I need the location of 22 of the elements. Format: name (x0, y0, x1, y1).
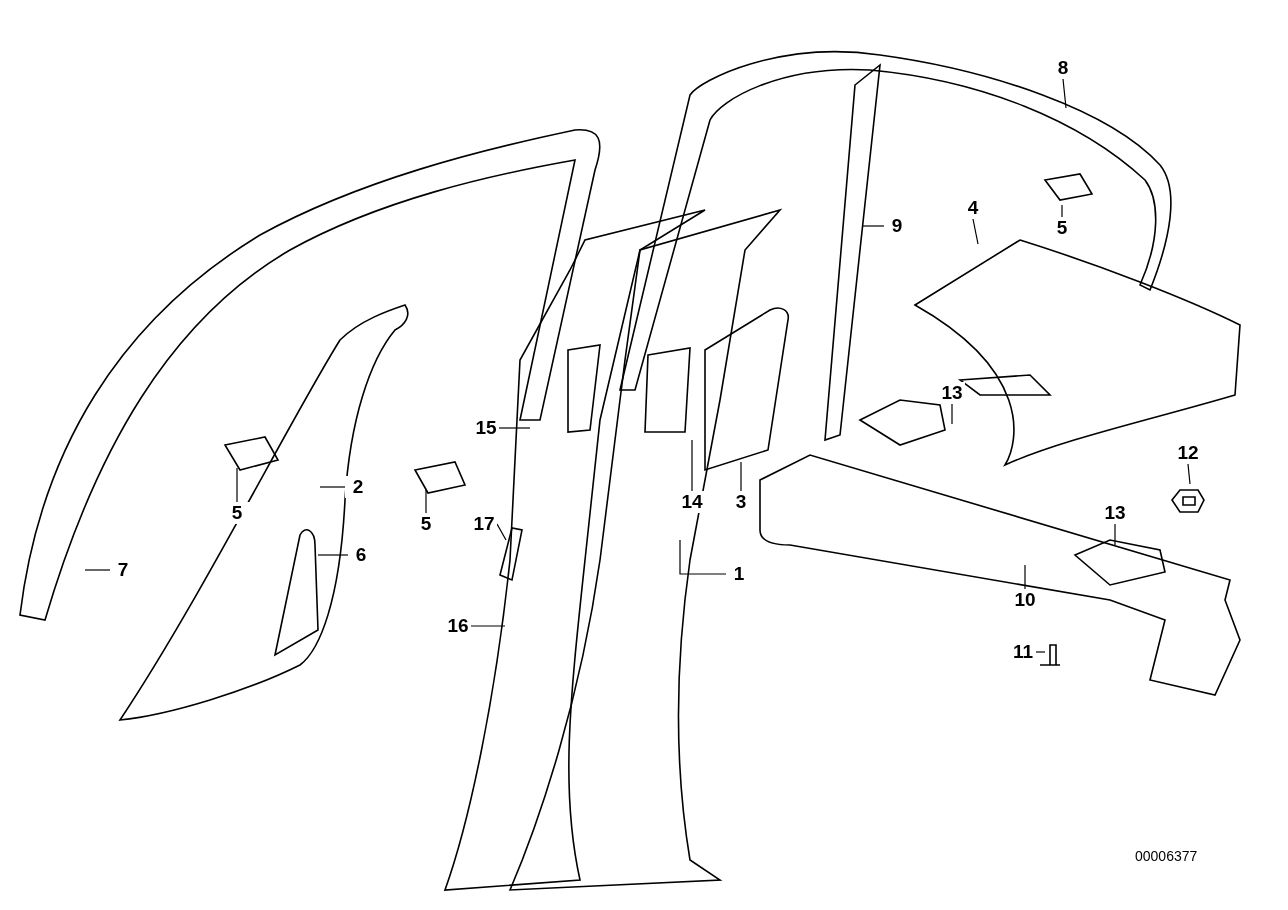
leader-line (740, 461, 742, 492)
leader-line (1035, 651, 1046, 653)
leader-line (951, 403, 953, 425)
leader-line (236, 467, 238, 503)
drawing-number: 00006377 (1135, 848, 1198, 864)
leader-line (861, 225, 885, 227)
leader-line (317, 554, 349, 556)
leader-line (470, 625, 506, 627)
leader-line (425, 489, 427, 514)
leader-line (496, 523, 507, 541)
leader-line (1024, 564, 1026, 590)
leader-line (84, 569, 111, 571)
leader-line (972, 218, 979, 245)
leader-line (1187, 463, 1191, 485)
leader-line (1062, 78, 1067, 109)
callout-number: 14 (679, 491, 705, 513)
leader-line (691, 439, 693, 492)
leader-line (1114, 523, 1116, 546)
leader-line (679, 539, 727, 575)
leader-line (1061, 204, 1063, 218)
leader-line (319, 486, 346, 488)
leader-line (498, 427, 531, 429)
